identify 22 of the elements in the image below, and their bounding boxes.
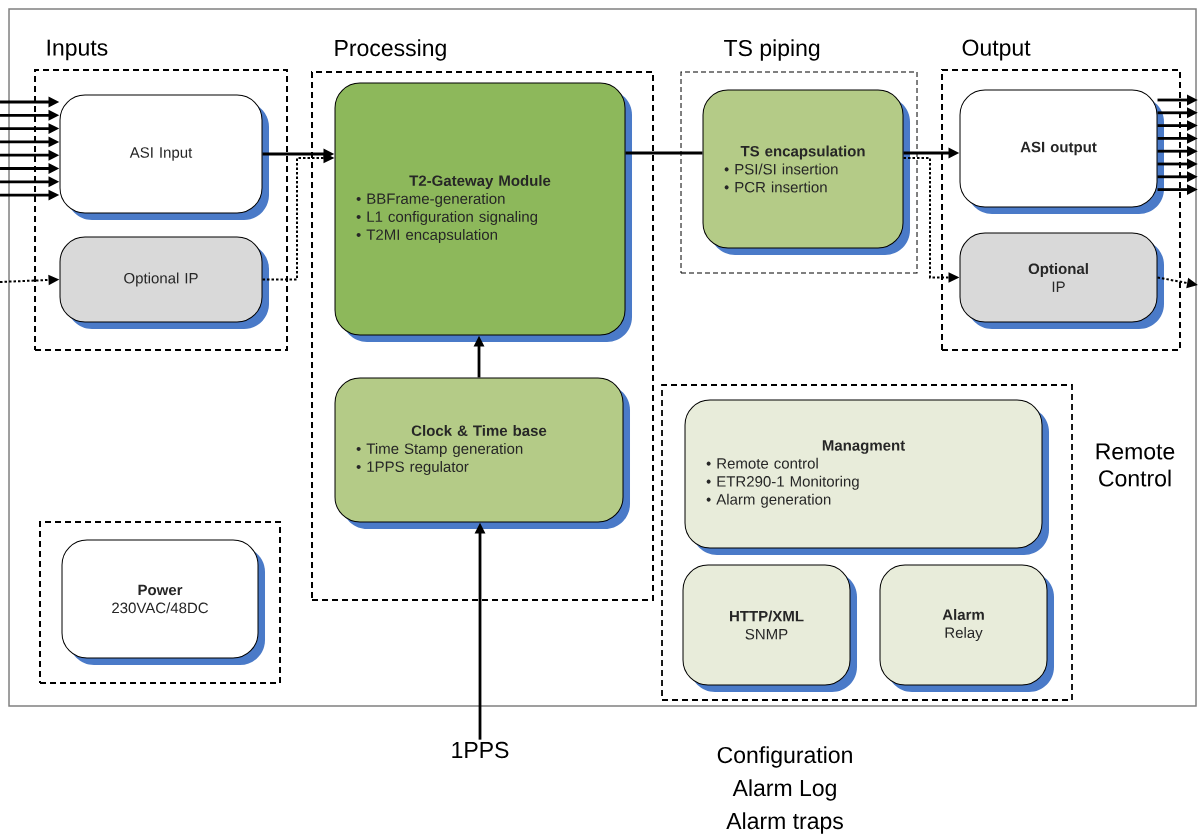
rounded-box: Managment • Remote control • ETR290-1 Monitoring • Alarm generation xyxy=(684,399,1049,555)
connector-line xyxy=(625,151,703,155)
rounded-box: Optional IP xyxy=(59,236,269,329)
rounded-box: Clock & Time base • Time Stamp generation • 1PPS regulator xyxy=(334,377,630,529)
group-heading: Output xyxy=(962,39,1031,61)
rounded-box: Power 230VAC/48DC xyxy=(61,539,265,665)
note-text: Alarm traps xyxy=(726,812,843,834)
rounded-box: ASI output xyxy=(959,89,1164,214)
group-heading: Inputs xyxy=(47,39,108,61)
note-text: Alarm Log xyxy=(732,779,836,801)
rounded-box: T2-Gateway Module • BBFrame-generation • L1 configuration signaling • T2MI encapsulation xyxy=(334,82,632,342)
rounded-box: ASI Input xyxy=(59,94,269,220)
rounded-box: Alarm Relay xyxy=(879,564,1054,692)
group-heading: TS piping xyxy=(724,39,820,61)
dashed-group-box xyxy=(39,521,281,684)
note-text: Configuration xyxy=(717,746,852,768)
rounded-box: HTTP/XML SNMP xyxy=(682,564,857,692)
group-heading: Remote Control xyxy=(1096,443,1175,487)
rounded-box: TS encapsulation • PSI/SI insertion • PCR insertion xyxy=(702,89,910,255)
group-heading: Processing xyxy=(335,39,446,61)
rounded-box: Optional IP xyxy=(959,232,1164,329)
signal-label: 1PPS xyxy=(452,741,509,759)
